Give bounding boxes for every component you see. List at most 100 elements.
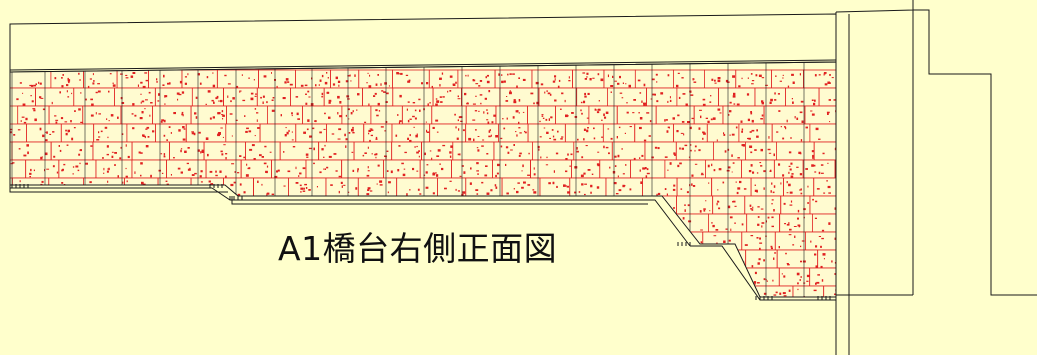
stone-speckle	[513, 144, 515, 146]
stone-speckle	[553, 170, 555, 173]
stone-speckle	[414, 146, 416, 148]
stone-speckle	[567, 235, 571, 238]
stone-speckle	[600, 270, 603, 274]
stone-speckle	[610, 91, 612, 93]
stone-speckle	[486, 112, 489, 115]
stone-speckle	[584, 183, 587, 185]
stone-speckle	[741, 77, 743, 80]
masonry-stone	[184, 213, 228, 233]
stone-speckle	[283, 185, 286, 187]
stone-speckle	[346, 95, 350, 98]
stone-speckle	[369, 74, 371, 77]
stone-speckle	[52, 271, 55, 274]
masonry-stone	[129, 267, 169, 287]
stone-speckle	[439, 78, 441, 80]
stone-speckle	[75, 241, 78, 243]
stone-speckle	[319, 79, 322, 82]
stone-speckle	[462, 191, 466, 194]
stone-speckle	[677, 114, 680, 117]
stone-speckle	[834, 237, 836, 240]
stone-speckle	[335, 76, 338, 80]
stone-speckle	[319, 131, 322, 134]
stone-speckle	[388, 217, 392, 220]
stone-speckle	[217, 133, 220, 137]
stone-speckle	[440, 218, 442, 220]
stone-speckle	[221, 282, 224, 285]
stone-speckle	[35, 83, 37, 85]
stone-speckle	[152, 130, 155, 133]
stone-speckle	[90, 193, 93, 197]
stone-speckle	[285, 292, 289, 294]
stone-speckle	[64, 301, 67, 303]
stone-speckle	[90, 114, 94, 117]
stone-speckle	[56, 264, 59, 266]
masonry-stone	[52, 213, 94, 233]
stone-speckle	[108, 167, 110, 171]
stone-speckle	[54, 246, 57, 248]
stone-speckle	[513, 188, 515, 190]
stone-speckle	[775, 291, 778, 294]
stone-speckle	[39, 82, 42, 85]
stone-speckle	[112, 84, 116, 87]
stone-speckle	[799, 173, 803, 176]
stone-speckle	[645, 292, 647, 294]
stone-speckle	[700, 174, 704, 176]
stone-speckle	[203, 259, 206, 261]
stone-speckle	[150, 174, 152, 178]
stone-speckle	[183, 295, 187, 297]
stone-speckle	[54, 115, 57, 117]
stone-speckle	[695, 243, 698, 245]
stone-speckle	[244, 115, 246, 117]
stone-speckle	[117, 116, 119, 119]
stone-speckle	[551, 294, 554, 296]
stone-speckle	[331, 133, 335, 135]
masonry-stone	[741, 159, 775, 179]
stone-speckle	[749, 131, 752, 133]
stone-speckle	[553, 271, 555, 273]
stone-speckle	[735, 181, 737, 183]
stone-speckle	[189, 224, 191, 227]
stone-speckle	[530, 92, 534, 95]
stone-speckle	[482, 217, 485, 221]
stone-speckle	[195, 96, 198, 99]
masonry-stone	[813, 141, 836, 161]
stone-speckle	[741, 128, 744, 131]
stone-speckle	[179, 80, 183, 84]
stone-speckle	[176, 92, 180, 95]
stone-speckle	[15, 208, 19, 211]
stone-speckle	[707, 295, 711, 297]
stone-speckle	[157, 207, 160, 211]
stone-speckle	[713, 271, 716, 273]
stone-speckle	[519, 152, 522, 155]
stone-speckle	[684, 204, 686, 206]
stone-speckle	[251, 216, 254, 219]
stone-speckle	[161, 264, 164, 267]
stone-speckle	[140, 81, 143, 84]
stone-speckle	[304, 183, 307, 186]
stone-speckle	[649, 223, 652, 227]
stone-speckle	[449, 75, 453, 78]
stone-speckle	[269, 151, 272, 153]
stone-speckle	[760, 148, 763, 152]
stone-speckle	[137, 209, 139, 212]
stone-speckle	[201, 244, 203, 247]
stone-speckle	[637, 295, 640, 297]
stone-speckle	[295, 211, 299, 214]
stone-speckle	[36, 299, 37, 300]
stone-speckle	[568, 76, 570, 79]
stone-speckle	[362, 295, 364, 297]
stone-speckle	[308, 210, 310, 212]
stone-speckle	[831, 77, 834, 79]
stone-speckle	[78, 211, 80, 215]
stone-speckle	[720, 280, 722, 283]
masonry-stone	[710, 267, 744, 287]
stone-speckle	[233, 242, 237, 245]
stone-speckle	[225, 157, 227, 160]
stone-speckle	[100, 221, 104, 224]
stone-speckle	[646, 168, 649, 171]
stone-speckle	[379, 180, 383, 183]
stone-speckle	[172, 290, 176, 293]
stone-speckle	[747, 118, 750, 122]
masonry-stone	[823, 285, 836, 297]
stone-speckle	[757, 223, 760, 226]
